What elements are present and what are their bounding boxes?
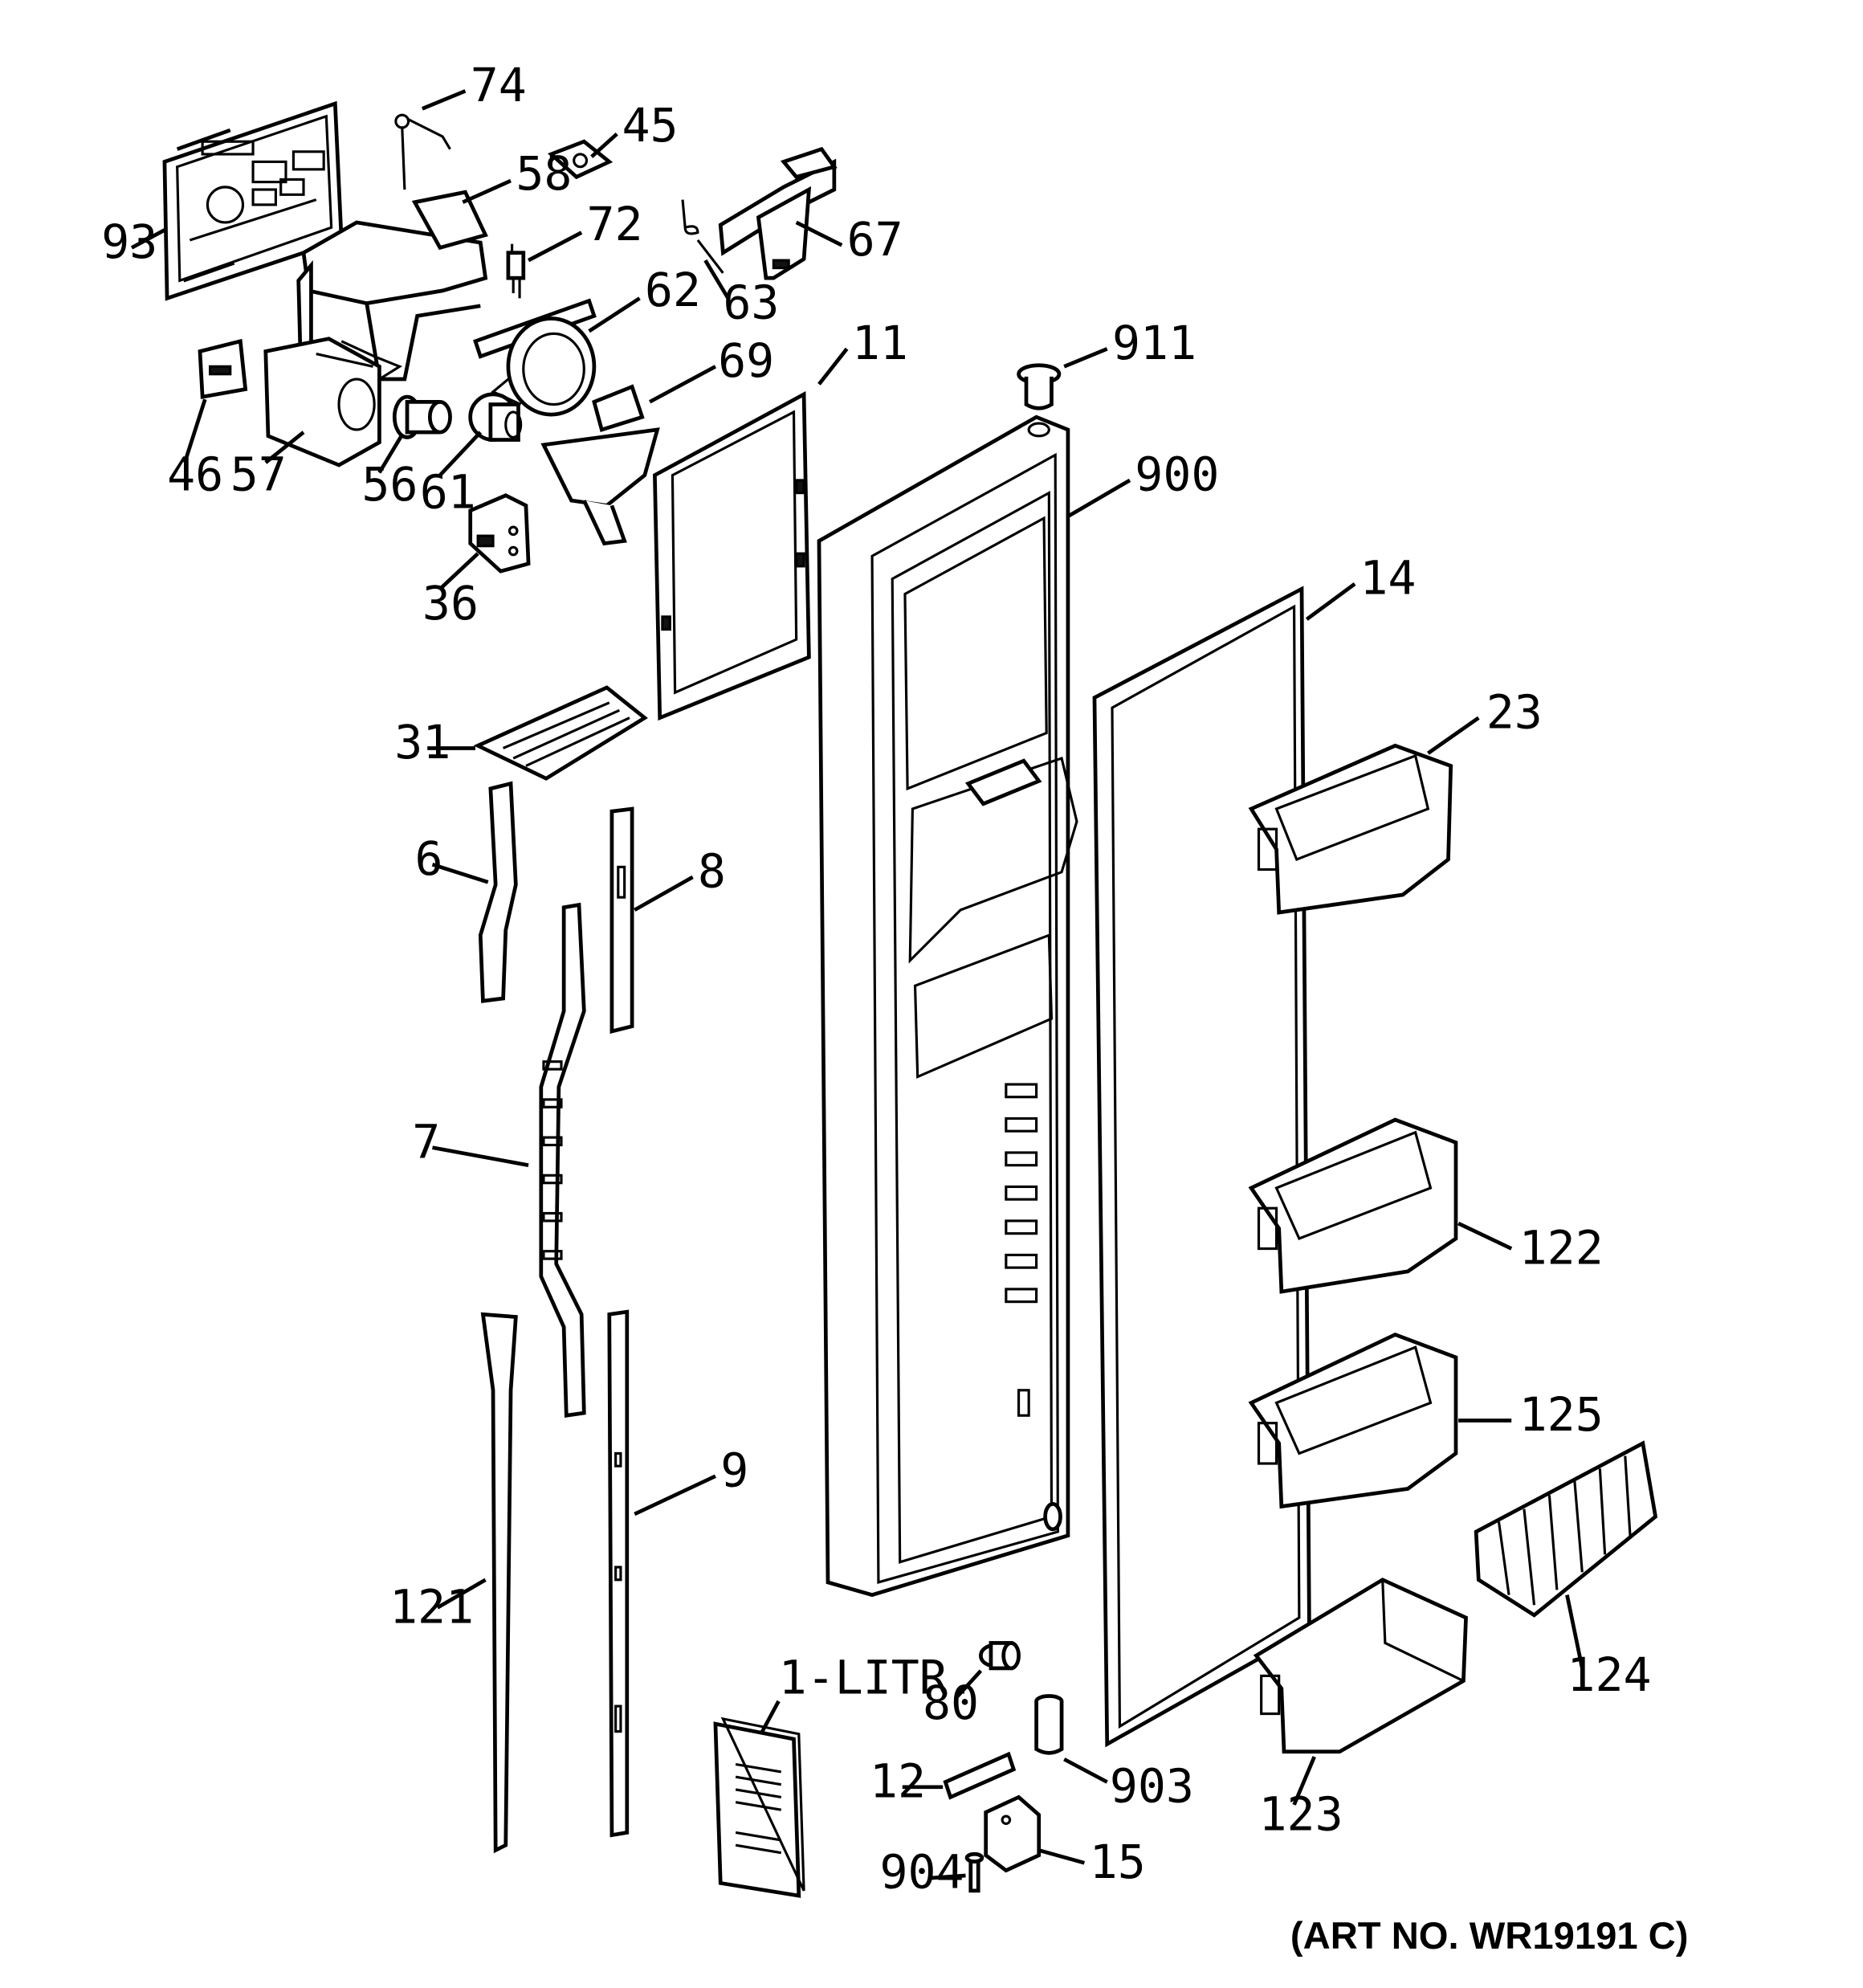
switch-drawing [506, 243, 526, 299]
label-part-58: 58 [516, 146, 572, 201]
label-part-67: 67 [847, 212, 903, 267]
door-gasket-drawing [1092, 586, 1311, 1748]
shelf-bin-23-drawing [1248, 743, 1453, 915]
drip-grille-drawing [473, 685, 648, 781]
label-part-36: 36 [422, 576, 479, 631]
label-part-911: 911 [1112, 316, 1196, 370]
label-part-7: 7 [412, 1114, 440, 1169]
label-part-11: 11 [852, 316, 908, 370]
label-part-57: 57 [230, 447, 287, 501]
label-part-904: 904 [879, 1845, 964, 1900]
hinge-15-drawing [984, 1794, 1042, 1873]
wire-basket-drawing [1474, 1440, 1658, 1618]
art-number-label: (ART NO. WR19191 C) [1290, 1915, 1689, 1957]
door-flap-drawing [681, 146, 838, 280]
dispenser-frame-drawing [653, 390, 811, 721]
label-part-12: 12 [870, 1753, 926, 1808]
label-part-6: 6 [414, 831, 442, 886]
shelf-bin-122-drawing [1248, 1117, 1458, 1294]
dispenser-housing-drawing [263, 190, 488, 467]
label-part-62: 62 [645, 263, 701, 317]
label-part-122: 122 [1519, 1220, 1604, 1275]
shelf-bin-123-drawing [1253, 1578, 1468, 1754]
leader-lines [130, 89, 1584, 1880]
label-part-56: 56 [361, 457, 418, 512]
label-part-124: 124 [1567, 1647, 1651, 1702]
label-part-93: 93 [101, 214, 157, 269]
label-part-69: 69 [718, 333, 774, 388]
label-part-903: 903 [1110, 1759, 1194, 1814]
screw-904-drawing [964, 1851, 984, 1893]
small-bracket-drawing [547, 139, 614, 180]
label-part-9: 9 [720, 1443, 748, 1497]
plug-80-drawing [979, 1641, 1021, 1671]
handle-7-drawing [539, 902, 586, 1418]
label-part-61: 61 [420, 465, 476, 520]
auger-ring-drawing [473, 298, 597, 417]
label-part-1-litr: 1-LITR. [779, 1650, 976, 1704]
handle-trim-6-drawing [478, 781, 518, 1003]
label-part-121: 121 [389, 1579, 474, 1634]
cover-46-drawing [198, 338, 248, 399]
label-part-80: 80 [923, 1676, 979, 1730]
handle-trim-121-drawing [480, 1312, 518, 1854]
label-part-14: 14 [1360, 551, 1416, 606]
label-part-46: 46 [167, 447, 223, 501]
label-part-15: 15 [1090, 1835, 1146, 1889]
freezer-door-drawing [817, 414, 1078, 1598]
plate-12-drawing [943, 1751, 1017, 1800]
label-part-23: 23 [1486, 684, 1543, 739]
bracket-36-drawing [468, 493, 531, 574]
shelf-bin-125-drawing [1248, 1332, 1458, 1509]
strip-9-drawing [607, 1309, 630, 1838]
part-56-drawing [392, 394, 452, 439]
part-61-drawing [468, 392, 523, 442]
label-part-31: 31 [394, 715, 450, 769]
label-part-123: 123 [1259, 1786, 1343, 1841]
label-part-72: 72 [586, 197, 642, 251]
bushing-drawing [1017, 363, 1062, 410]
wire-spring-drawing [394, 113, 451, 190]
label-part-74: 74 [471, 58, 527, 112]
strip-8-drawing [609, 806, 634, 1034]
label-part-45: 45 [622, 98, 679, 153]
label-part-63: 63 [723, 276, 779, 330]
label-part-8: 8 [698, 844, 726, 899]
hinge-pin-drawing [1034, 1694, 1064, 1755]
label-part-125: 125 [1519, 1387, 1604, 1442]
literature-manual-drawing [713, 1717, 805, 1898]
funnel-drawing [540, 384, 660, 546]
label-part-900: 900 [1135, 447, 1219, 501]
